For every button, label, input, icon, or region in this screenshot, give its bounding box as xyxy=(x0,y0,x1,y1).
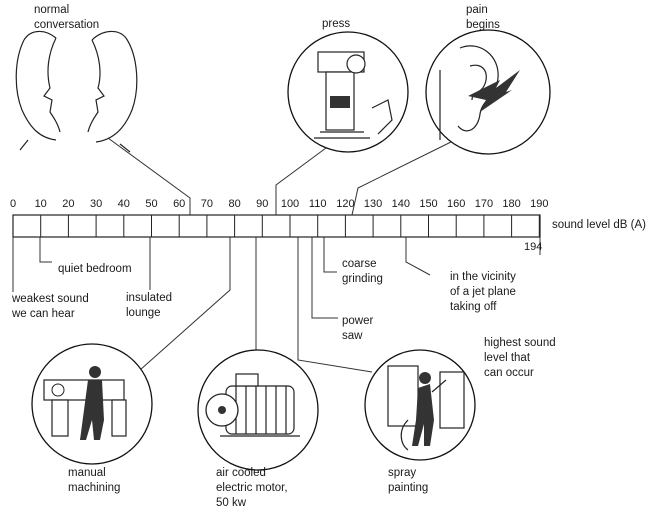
scale-tick-160: 160 xyxy=(447,198,466,210)
leader-lines xyxy=(12,137,541,373)
scale-tick-110: 110 xyxy=(308,198,327,210)
label-highest-sound: highest sound level that can occur xyxy=(484,337,556,379)
scale-tick-90: 90 xyxy=(256,198,269,210)
scale-tick-180: 180 xyxy=(502,198,521,210)
spray-painter-illustration xyxy=(364,349,476,461)
label-manual-machining: manual machining xyxy=(68,467,121,494)
scale-tick-70: 70 xyxy=(200,198,214,210)
scale-tick-40: 40 xyxy=(117,198,130,210)
scale-tick-60: 60 xyxy=(173,198,186,210)
scale-cells xyxy=(40,215,540,237)
scale-tick-140: 140 xyxy=(391,198,410,210)
scale-tick-100: 100 xyxy=(280,198,300,210)
scale-tick-80: 80 xyxy=(228,198,241,210)
label-press: press xyxy=(322,18,351,30)
ear-lightning-illustration xyxy=(425,29,551,155)
scale-tick-30: 30 xyxy=(89,198,103,210)
scale-tick-190: 190 xyxy=(530,198,549,210)
scale-unit-label: sound level dB (A) xyxy=(552,219,646,231)
label-power-saw: power saw xyxy=(342,315,374,342)
leader-normal-conversation xyxy=(107,137,191,215)
leader-press xyxy=(275,144,331,215)
electric-motor-illustration xyxy=(197,349,319,471)
leader-pain xyxy=(351,139,456,216)
scale-tick-50: 50 xyxy=(145,198,158,210)
label-weakest-sound: weakest sound we can hear xyxy=(12,293,89,320)
label-pain-begins: pain begins xyxy=(466,4,500,31)
two-faces-illustration xyxy=(15,30,138,153)
scale-max-value: 194 xyxy=(524,241,543,253)
lathe-operator-illustration xyxy=(31,343,153,465)
label-electric-motor: air cooled electric motor, 50 kw xyxy=(216,467,288,509)
scale-tick-120: 120 xyxy=(336,198,355,210)
leader-power-saw xyxy=(311,237,338,319)
scale-tick-20: 20 xyxy=(62,198,75,210)
label-coarse-grinding: coarse grinding xyxy=(342,258,383,285)
scale-tick-0: 0 xyxy=(9,198,17,210)
press-machine-illustration xyxy=(287,31,409,153)
label-jet-plane: in the vicinity of a jet plane taking of… xyxy=(450,271,516,313)
leader-coarse-grinding xyxy=(323,237,337,273)
leader-jet-plane xyxy=(405,237,431,276)
leader-quiet-bedroom xyxy=(39,237,52,263)
label-spray-painting: spray painting xyxy=(388,467,429,494)
leader-manual-machining xyxy=(139,237,231,371)
scale-tick-130: 130 xyxy=(363,198,383,210)
scale-tick-170: 170 xyxy=(474,198,494,210)
label-insulated-lounge: insulated lounge xyxy=(126,292,173,319)
scale-tick-10: 10 xyxy=(34,198,47,210)
leader-spray-painting xyxy=(297,237,373,373)
scale-tick-150: 150 xyxy=(419,198,438,210)
scale-bar xyxy=(12,214,541,238)
label-quiet-bedroom: quiet bedroom xyxy=(58,263,132,275)
label-normal-conversation: normal conversation xyxy=(34,4,100,31)
